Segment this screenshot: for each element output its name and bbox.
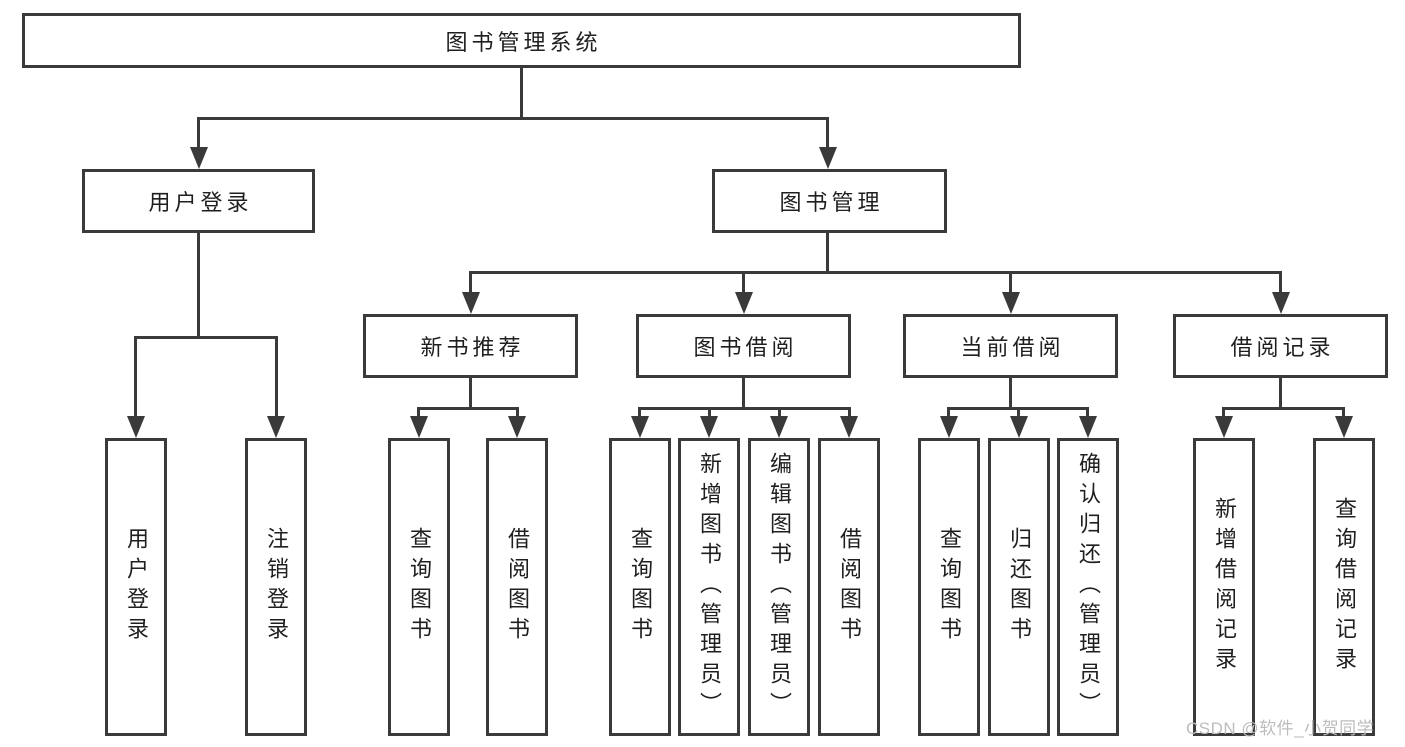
arrow-down — [735, 292, 753, 314]
connector-leaf-drop — [778, 407, 781, 418]
csdn-watermark: CSDN @软件_小贺同学 — [1186, 719, 1375, 738]
node-current-borrowing: 当前借阅 — [903, 314, 1118, 378]
node-book-borrowing: 图书借阅 — [636, 314, 851, 378]
connector-sections-rail — [469, 271, 1282, 274]
arrow-down — [840, 416, 858, 438]
arrow-down — [1079, 416, 1097, 438]
connector-leaf-drop — [1017, 407, 1020, 418]
connector-login-stem — [197, 233, 200, 338]
connector-section-drop — [1009, 271, 1012, 294]
connector-mgmt-drop — [826, 117, 829, 150]
connector-leaf-drop — [1086, 407, 1089, 418]
node-library-system: 图书管理系统 — [22, 13, 1021, 68]
connector-section-drop — [742, 271, 745, 294]
leaf-add-borrow-record: 新增借阅记录 — [1193, 438, 1255, 736]
arrow-down — [940, 416, 958, 438]
connector-login-leaf-drop — [134, 336, 137, 417]
connector-leaf-drop — [516, 407, 519, 418]
connector-leaf-drop — [947, 407, 950, 418]
connector-sec1-stem — [469, 378, 472, 410]
node-book-management: 图书管理 — [712, 169, 947, 233]
arrow-down — [1215, 416, 1233, 438]
connector-mgmt-stem — [826, 233, 829, 274]
leaf-query-borrow-record: 查询借阅记录 — [1313, 438, 1375, 736]
arrow-down — [410, 416, 428, 438]
connector-leaf-drop — [848, 407, 851, 418]
arrow-down — [1335, 416, 1353, 438]
arrow-down — [1272, 292, 1290, 314]
connector-leaf-drop — [1342, 407, 1345, 418]
leaf-edit-book-admin: 编辑图书（管理员） — [748, 438, 810, 736]
connector-login-leaf-drop — [275, 336, 278, 417]
connector-sec4-stem — [1279, 378, 1282, 410]
node-new-book-recommend: 新书推荐 — [363, 314, 578, 378]
node-user-login: 用户登录 — [82, 169, 315, 233]
connector-root-stem — [520, 68, 523, 119]
arrow-down — [190, 147, 208, 169]
leaf-user-login: 用户登录 — [105, 438, 167, 736]
arrow-down — [770, 416, 788, 438]
arrow-down — [462, 292, 480, 314]
connector-sec1-rail — [417, 407, 519, 410]
connector-leaf-drop — [708, 407, 711, 418]
arrow-down — [700, 416, 718, 438]
arrow-down — [819, 147, 837, 169]
node-borrow-records: 借阅记录 — [1173, 314, 1388, 378]
leaf-borrow-books-recommend: 借阅图书 — [486, 438, 548, 736]
arrow-down — [1002, 292, 1020, 314]
arrow-down — [631, 416, 649, 438]
connector-login-drop — [197, 117, 200, 150]
leaf-query-books-current: 查询图书 — [918, 438, 980, 736]
leaf-add-book-admin: 新增图书（管理员） — [678, 438, 740, 736]
connector-level2-rail — [197, 117, 829, 120]
connector-sec2-stem — [742, 378, 745, 410]
connector-section-drop — [1279, 271, 1282, 294]
connector-leaf-drop — [638, 407, 641, 418]
connector-leaf-drop — [1222, 407, 1225, 418]
leaf-borrow-books-borrowing: 借阅图书 — [818, 438, 880, 736]
leaf-query-books-recommend: 查询图书 — [388, 438, 450, 736]
leaf-query-books-borrowing: 查询图书 — [609, 438, 671, 736]
leaf-confirm-return-admin: 确认归还（管理员） — [1057, 438, 1119, 736]
connector-sec2-rail — [638, 407, 851, 410]
arrow-down — [1010, 416, 1028, 438]
connector-leaf-drop — [417, 407, 420, 418]
arrow-down — [127, 416, 145, 438]
arrow-down — [267, 416, 285, 438]
connector-sec3-stem — [1009, 378, 1012, 410]
connector-section-drop — [469, 271, 472, 294]
arrow-down — [508, 416, 526, 438]
connector-sec4-rail — [1222, 407, 1345, 410]
leaf-return-book: 归还图书 — [988, 438, 1050, 736]
leaf-logout: 注销登录 — [245, 438, 307, 736]
connector-login-rail — [134, 336, 278, 339]
